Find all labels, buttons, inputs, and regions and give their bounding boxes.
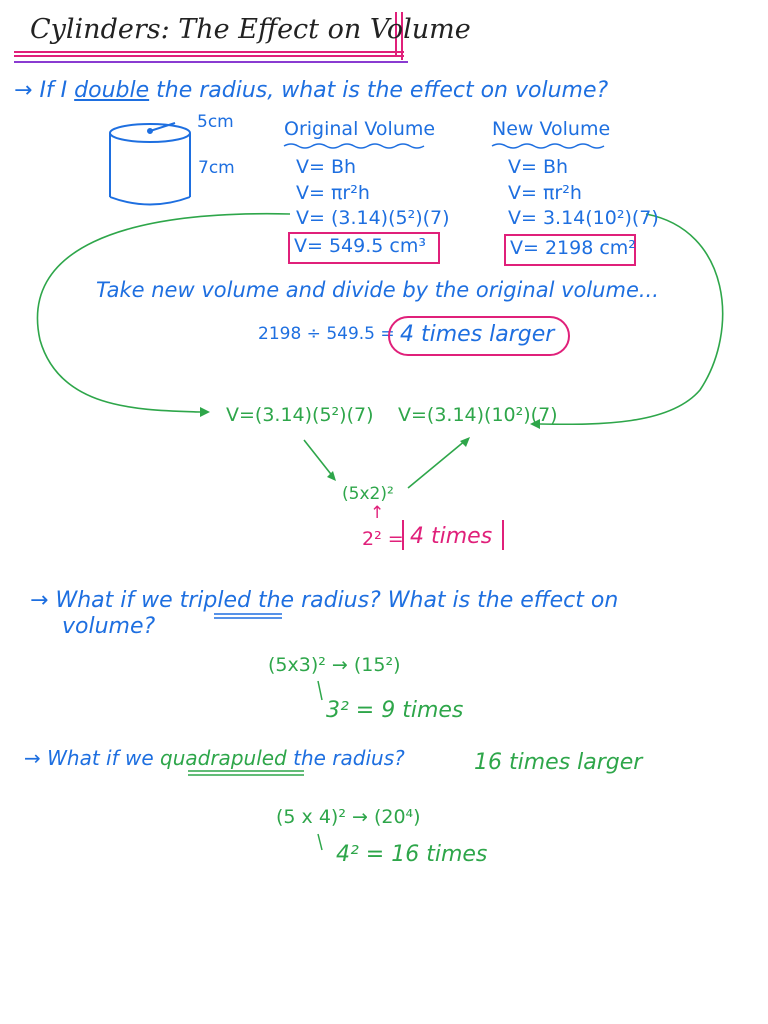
question-1-pre: If I bbox=[39, 78, 75, 103]
question-2-calc: (5x3)² → (15²) bbox=[268, 654, 401, 676]
compare-result-bracket bbox=[402, 520, 504, 550]
question-3-answer: 4² = 16 times bbox=[336, 842, 488, 867]
new-result-box bbox=[504, 234, 636, 266]
cylinder-height-label: 7cm bbox=[198, 158, 235, 178]
compare-up-arrow-icon: ↑ bbox=[370, 503, 385, 523]
down-diagonal-arrow bbox=[303, 439, 335, 479]
question-1-arrow-icon: → bbox=[14, 78, 33, 103]
cylinder-icon bbox=[109, 122, 191, 206]
up-diagonal-arrow bbox=[407, 439, 467, 489]
q3-small-arrow bbox=[317, 833, 323, 851]
question-2-arrow-icon: → bbox=[30, 588, 49, 613]
new-heading-underline bbox=[491, 143, 605, 149]
compare-square: 2² = bbox=[362, 528, 404, 550]
page-title: Cylinders: The Effect on Volume bbox=[30, 14, 471, 45]
down-diagonal-arrowhead-icon bbox=[327, 471, 336, 481]
question-1-emphasis: double bbox=[74, 78, 150, 103]
new-step-1: V= Bh bbox=[508, 156, 569, 178]
new-step-3: V= 3.14(10²)(7) bbox=[508, 207, 659, 229]
question-1: → If I double the radius, what is the ef… bbox=[14, 78, 608, 103]
original-heading-underline bbox=[283, 143, 425, 149]
original-result: V= 549.5 cm³ bbox=[294, 235, 426, 257]
original-step-1: V= Bh bbox=[296, 156, 357, 178]
original-volume-heading: Original Volume bbox=[284, 118, 436, 140]
new-step-2: V= πr²h bbox=[508, 182, 582, 204]
question-3-pre: What if we bbox=[47, 746, 161, 770]
question-3-emphasis: quadrapuled bbox=[160, 746, 287, 770]
compare-result: 4 times bbox=[410, 524, 493, 549]
right-connector-arrow bbox=[539, 213, 724, 426]
compare-new-formula: V=(3.14)(10²)(7) bbox=[398, 404, 558, 426]
question-3-result: 16 times larger bbox=[474, 750, 643, 775]
question-2-line-2: volume? bbox=[62, 614, 156, 639]
original-step-3: V= (3.14)(5²)(7) bbox=[296, 207, 450, 229]
original-step-2: V= πr²h bbox=[296, 182, 370, 204]
up-diagonal-arrowhead-icon bbox=[460, 437, 470, 447]
left-arrowhead-icon bbox=[200, 407, 210, 417]
question-2: → What if we tripled the radius? What is… bbox=[30, 588, 618, 613]
question-2-emphasis: tripled bbox=[179, 588, 251, 613]
compare-original-formula: V=(3.14)(5²)(7) bbox=[226, 404, 374, 426]
question-2-post: the radius? What is the effect on bbox=[250, 588, 619, 613]
division-result: 4 times larger bbox=[400, 322, 555, 347]
question-3-post: the radius? bbox=[286, 746, 405, 770]
question-2-pre: What if we bbox=[55, 588, 180, 613]
question-2-answer: 3² = 9 times bbox=[326, 698, 464, 723]
new-volume-heading: New Volume bbox=[492, 118, 611, 140]
instruction-text: Take new volume and divide by the origin… bbox=[96, 278, 659, 302]
cylinder-radius-label: 5cm bbox=[197, 112, 234, 132]
question-3-calc: (5 x 4)² → (20⁴) bbox=[276, 806, 421, 828]
compare-factor: (5x2)² bbox=[342, 484, 394, 504]
question-3-arrow-icon: → bbox=[24, 746, 41, 770]
question-3: → What if we quadrapuled the radius? bbox=[24, 746, 405, 770]
left-connector-arrow bbox=[36, 212, 291, 413]
question-1-post: the radius, what is the effect on volume… bbox=[149, 78, 609, 103]
new-result: V= 2198 cm² bbox=[510, 237, 636, 259]
right-arrowhead-icon bbox=[530, 419, 540, 429]
q2-small-arrow bbox=[317, 680, 323, 701]
original-result-box bbox=[288, 232, 440, 264]
division-result-outline bbox=[388, 316, 570, 356]
division-expression: 2198 ÷ 549.5 = bbox=[258, 324, 395, 344]
